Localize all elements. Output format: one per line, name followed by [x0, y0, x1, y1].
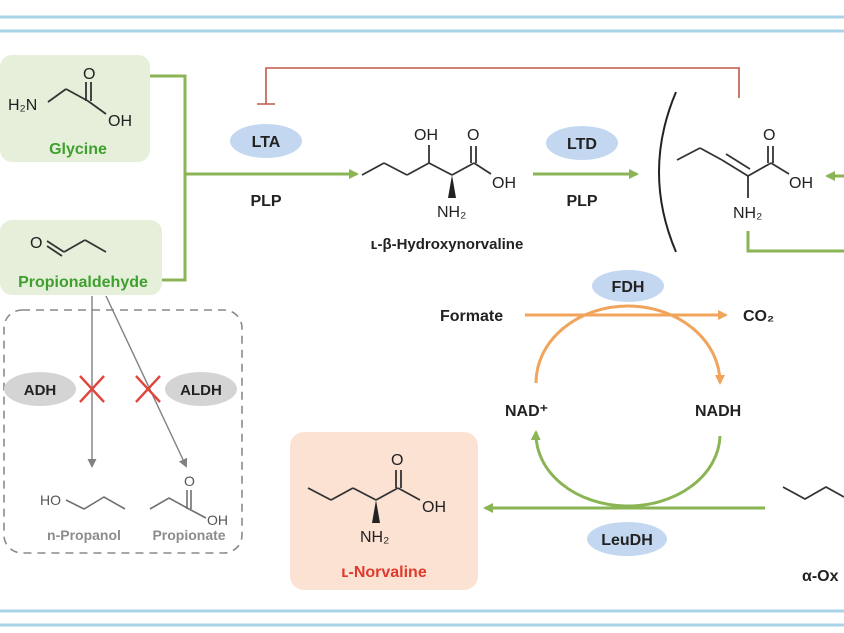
formate-label: Formate [440, 308, 503, 325]
propionate-label: Propionate [152, 527, 225, 543]
propionate-oh-label: OH [207, 512, 228, 528]
norvaline-nh2-label: NH₂ [360, 529, 389, 546]
nadh-label: NADH [695, 403, 741, 420]
norvaline-oh-label: OH [422, 499, 446, 516]
left-bracket [658, 91, 677, 253]
adh-label: ADH [24, 382, 57, 399]
nadh-to-nad-arc [530, 430, 722, 508]
plp-cofactor-1: PLP [250, 193, 281, 210]
adh-block-cross-icon [79, 375, 105, 403]
propanol-label: n-Propanol [47, 527, 121, 543]
glycine-background [0, 55, 150, 162]
enamine-oh-label: OH [789, 175, 813, 192]
norvaline-background [290, 432, 478, 590]
glycine-carbonyl-label: O [83, 66, 95, 83]
ltd-enzyme: LTD [546, 126, 618, 160]
lta-label: LTA [252, 134, 281, 151]
hydroxynorvaline-structure [361, 145, 492, 176]
outer-frame [0, 15, 844, 627]
enamine-outgoing-line [746, 231, 844, 253]
leudh-enzyme: LeuDH [587, 522, 667, 556]
oxo-acid-partial: α-Ox [782, 485, 844, 585]
enamine-structure [676, 146, 790, 198]
plp-cofactor-2: PLP [566, 193, 597, 210]
fdh-label: FDH [612, 279, 645, 296]
hydroxynorvaline-wedge-bond [448, 175, 456, 198]
propionaldehyde-structure [46, 239, 107, 257]
nad-to-nadh-arc [534, 304, 725, 385]
aldh-label: ALDH [180, 382, 222, 399]
aldh-enzyme: ALDH [165, 372, 237, 406]
hydroxynorvaline-o-label: O [467, 127, 479, 144]
glycine-label: Glycine [49, 141, 107, 158]
glycine-structure [47, 82, 107, 115]
norvaline-wedge-bond [372, 500, 380, 523]
fdh-enzyme: FDH [592, 270, 664, 302]
enamine-nh2-label: NH₂ [733, 205, 762, 222]
enamine-intermediate: O OH NH₂ [658, 91, 813, 253]
norvaline-structure [307, 470, 421, 501]
oxo-acid-structure [782, 485, 844, 501]
adh-enzyme: ADH [4, 372, 76, 406]
hydroxynorvaline-molecule: OH O OH NH₂ ʟ-β-Hydroxynorvaline [361, 127, 524, 253]
propanol-structure [65, 496, 126, 510]
aldh-side-arrow [105, 295, 188, 468]
propionaldehyde-oxygen-label: O [30, 235, 42, 252]
propanol-ho-label: HO [40, 492, 61, 508]
propionate-o-label: O [184, 473, 195, 489]
hydroxynorvaline-acid-oh-label: OH [492, 175, 516, 192]
leudh-label: LeuDH [601, 532, 653, 549]
norvaline-label: ʟ-Norvaline [341, 564, 427, 581]
norvaline-o-label: O [391, 452, 403, 469]
blocked-pathways-box: ADH ALDH HO n-Propanol O OH Propionate [3, 295, 243, 554]
dashed-border [3, 309, 243, 554]
enamine-o-label: O [763, 127, 775, 144]
glycine-box: H₂N O OH Glycine [0, 55, 150, 162]
propionaldehyde-background [0, 220, 162, 295]
propionaldehyde-box: O Propionaldehyde [0, 220, 162, 295]
feedback-inhibition-line [257, 67, 740, 105]
oxo-acid-label: α-Ox [802, 568, 839, 585]
aldh-block-cross-icon [135, 375, 161, 403]
hydroxynorvaline-oh-label: OH [414, 127, 438, 144]
glycine-amine-label: H₂N [8, 97, 37, 114]
substrate-join-bracket [150, 74, 359, 282]
hydroxynorvaline-label: ʟ-β-Hydroxynorvaline [371, 236, 524, 253]
propionaldehyde-label: Propionaldehyde [18, 274, 148, 291]
ltd-label: LTD [567, 136, 597, 153]
norvaline-box: O OH NH₂ ʟ-Norvaline [290, 432, 478, 590]
nad-label: NAD⁺ [505, 403, 548, 420]
co2-label: CO₂ [743, 308, 774, 325]
hydroxynorvaline-nh2-label: NH₂ [437, 204, 466, 221]
glycine-hydroxyl-label: OH [108, 113, 132, 130]
propionate-structure [149, 490, 207, 519]
lta-enzyme: LTA [230, 124, 302, 158]
